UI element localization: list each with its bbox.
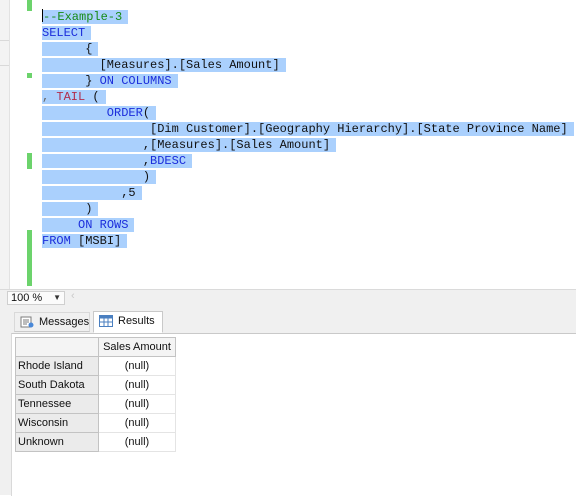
code-token: ,5: [42, 186, 136, 200]
selection-highlight: ,5: [42, 186, 142, 200]
grid-cell[interactable]: (null): [98, 356, 176, 376]
grid-cell[interactable]: (null): [98, 432, 176, 452]
grid-cell[interactable]: (null): [98, 413, 176, 433]
code-token: (: [142, 106, 151, 120]
code-line[interactable]: , TAIL (: [42, 89, 574, 105]
change-marker: [27, 0, 32, 11]
row-header[interactable]: Unknown: [15, 432, 99, 452]
results-grid-area: Sales Amount Rhode Island (null) South D…: [11, 333, 576, 496]
grid-corner-cell[interactable]: [15, 337, 99, 357]
code-token: (: [85, 90, 100, 104]
table-row[interactable]: Unknown (null): [15, 432, 176, 452]
code-token: }: [42, 74, 100, 88]
code-token: ,: [42, 90, 57, 104]
zoom-bar: 100 % ▼ ‹: [0, 289, 576, 307]
code-token: ON COLUMNS: [99, 74, 172, 88]
grid-cell[interactable]: (null): [98, 375, 176, 395]
code-line[interactable]: ): [42, 201, 574, 217]
code-token: --Example-3: [43, 10, 123, 24]
code-token: ): [42, 202, 93, 216]
tab-messages-label: Messages: [39, 316, 90, 328]
messages-icon: [20, 316, 34, 328]
change-marker: [27, 153, 32, 169]
selection-highlight: {: [42, 42, 99, 56]
code-token: [MSBI]: [70, 234, 122, 248]
table-row[interactable]: South Dakota (null): [15, 375, 176, 395]
results-panel: Messages Results Sales Amount: [0, 307, 576, 496]
results-tab-strip: Messages Results: [0, 307, 576, 334]
selection-highlight: --Example-3: [42, 9, 129, 24]
code-line[interactable]: ): [42, 169, 574, 185]
code-token: ): [42, 170, 151, 184]
selection-highlight: } ON COLUMNS: [42, 74, 178, 88]
row-header[interactable]: Wisconsin: [15, 413, 99, 433]
selection-highlight: ,BDESC: [42, 154, 193, 168]
grid-icon: [99, 315, 113, 327]
selection-highlight: SELECT: [42, 26, 92, 40]
table-row[interactable]: Rhode Island (null): [15, 356, 176, 376]
code-line[interactable]: ,5: [42, 185, 574, 201]
code-token: [42, 218, 78, 232]
selection-highlight: [Dim Customer].[Geography Hierarchy].[St…: [42, 122, 574, 136]
code-line[interactable]: } ON COLUMNS: [42, 73, 574, 89]
gutter-tick: [0, 40, 9, 41]
selection-highlight: ): [42, 170, 157, 184]
scroll-left-icon[interactable]: ‹: [71, 290, 75, 302]
code-token: [Measures].[Sales Amount]: [42, 58, 280, 72]
chevron-down-icon[interactable]: ▼: [53, 293, 61, 302]
change-marker: [27, 73, 32, 78]
horizontal-scrollbar[interactable]: [84, 294, 574, 302]
code-token: SELECT: [42, 26, 86, 40]
code-token: {: [42, 42, 93, 56]
code-token: ,: [42, 154, 151, 168]
code-line[interactable]: {: [42, 41, 574, 57]
table-row[interactable]: Wisconsin (null): [15, 413, 176, 433]
code-line[interactable]: [Dim Customer].[Geography Hierarchy].[St…: [42, 121, 574, 137]
code-line[interactable]: ON ROWS: [42, 217, 574, 233]
code-token: BDESC: [150, 154, 187, 168]
code-token: ORDER: [42, 106, 143, 120]
row-header[interactable]: Tennessee: [15, 394, 99, 414]
selection-highlight: [Measures].[Sales Amount]: [42, 58, 286, 72]
table-row[interactable]: Tennessee (null): [15, 394, 176, 414]
tab-results[interactable]: Results: [93, 311, 163, 333]
code-line[interactable]: ORDER(: [42, 105, 574, 121]
code-token: TAIL: [56, 90, 86, 104]
selection-highlight: ORDER(: [42, 106, 157, 120]
selection-highlight: ): [42, 202, 99, 216]
code-token: ON ROWS: [78, 218, 129, 232]
selection-highlight: FROM [MSBI]: [42, 234, 128, 248]
editor-gutter: [0, 0, 10, 289]
text-caret: [42, 9, 43, 22]
code-line[interactable]: SELECT: [42, 25, 574, 41]
tab-results-label: Results: [118, 315, 155, 327]
code-token: FROM: [42, 234, 71, 248]
code-line[interactable]: --Example-3: [42, 9, 574, 25]
code-token: [Dim Customer].[Geography Hierarchy].[St…: [42, 122, 568, 136]
zoom-value: 100 %: [11, 292, 43, 304]
code-line[interactable]: [Measures].[Sales Amount]: [42, 57, 574, 73]
selection-highlight: , TAIL (: [42, 90, 106, 104]
grid-cell[interactable]: (null): [98, 394, 176, 414]
code-token: ,[Measures].[Sales Amount]: [42, 138, 331, 152]
row-header[interactable]: South Dakota: [15, 375, 99, 395]
change-marker: [27, 230, 32, 286]
gutter-tick: [0, 65, 9, 66]
zoom-dropdown[interactable]: 100 % ▼: [7, 291, 65, 305]
column-header-sales-amount[interactable]: Sales Amount: [98, 337, 176, 357]
code-line[interactable]: ,[Measures].[Sales Amount]: [42, 137, 574, 153]
row-header[interactable]: Rhode Island: [15, 356, 99, 376]
selection-highlight: ON ROWS: [42, 218, 135, 232]
tab-messages[interactable]: Messages: [14, 312, 90, 332]
code-line[interactable]: ,BDESC: [42, 153, 574, 169]
code-line[interactable]: FROM [MSBI]: [42, 233, 574, 249]
selection-highlight: ,[Measures].[Sales Amount]: [42, 138, 337, 152]
results-grid[interactable]: Sales Amount Rhode Island (null) South D…: [15, 337, 176, 452]
